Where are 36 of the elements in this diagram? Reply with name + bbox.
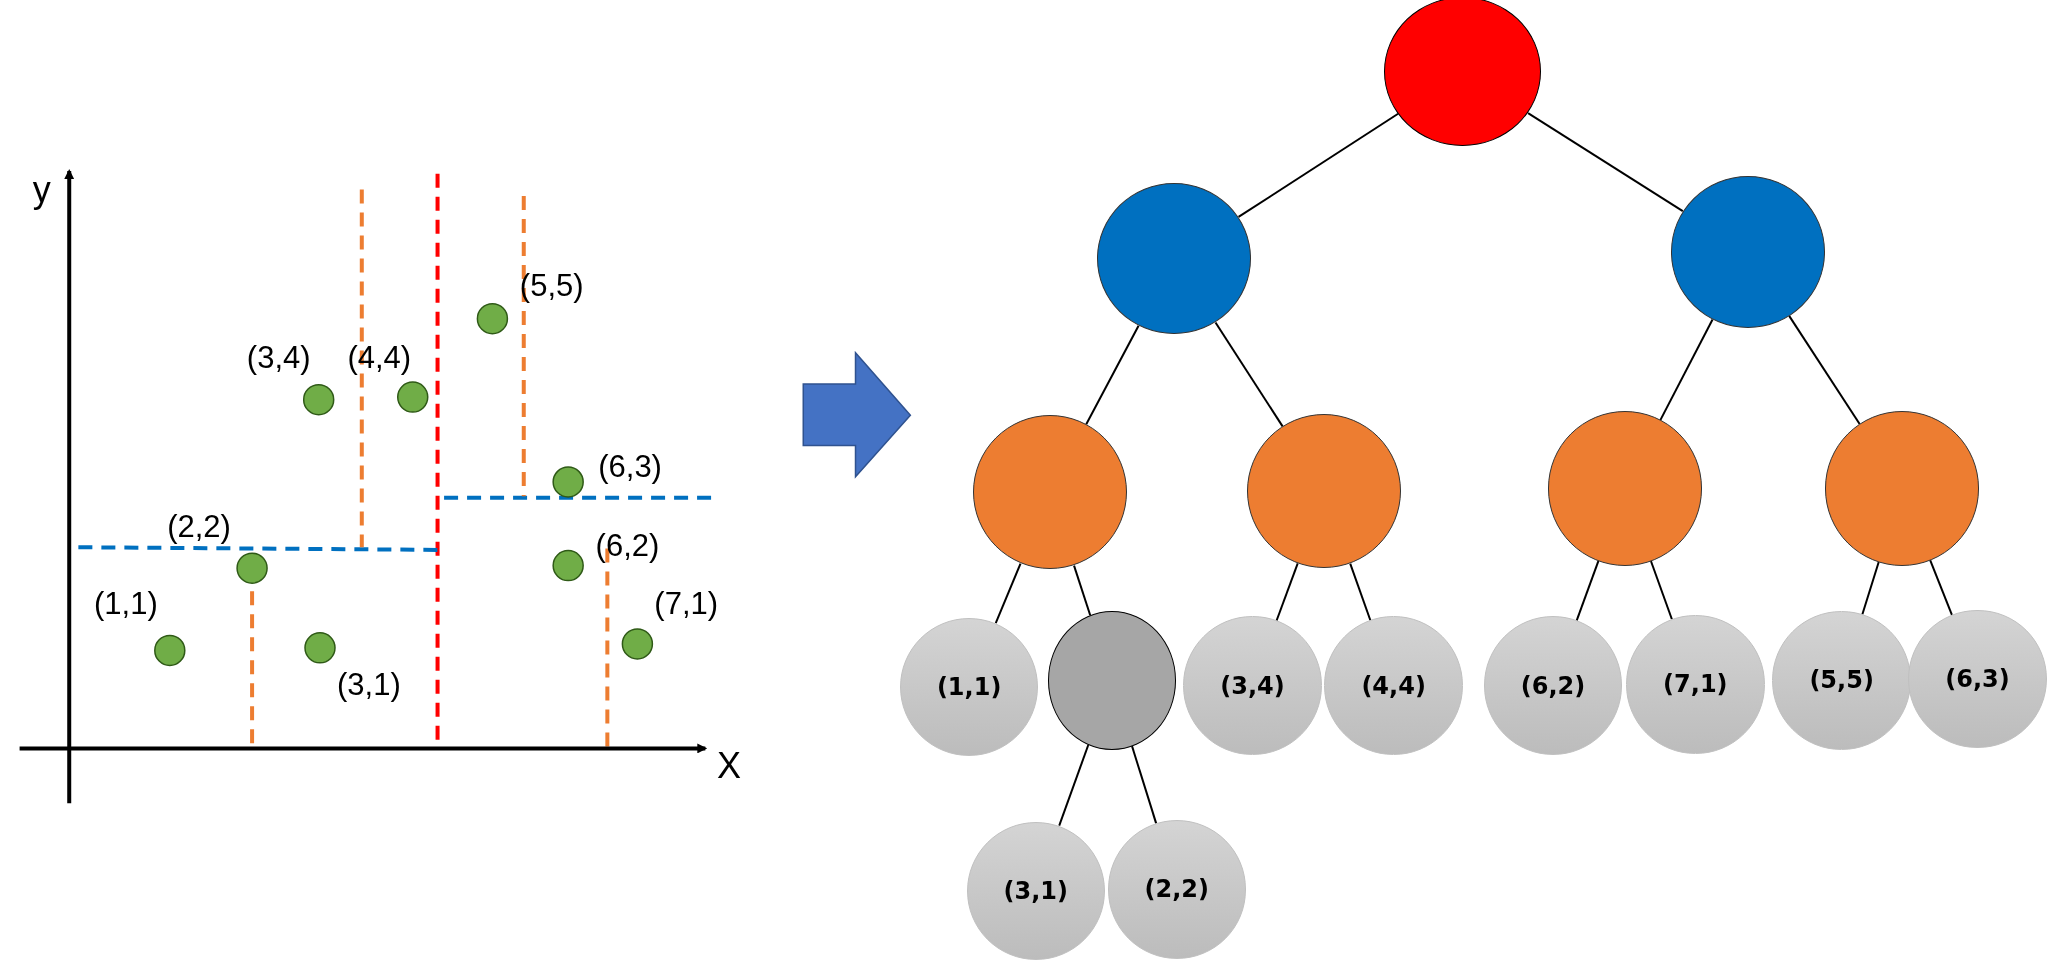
tree-node-circle: (5,5) [1772,611,1911,750]
point-label: (2,2) [167,510,231,542]
tree-edge [1527,112,1684,213]
tree-edge [1073,564,1092,617]
tree-node-circle: (6,3) [1908,609,2047,749]
point-label: (3,4) [246,342,311,374]
tree-edge [1575,559,1600,622]
tree-edge [1861,561,1880,616]
tree-node-circle: (4,4) [1324,616,1463,755]
tree-edge [1131,745,1158,825]
point-label: (4,4) [347,342,412,374]
point-label: (5,5) [519,270,584,302]
tree-edge [1659,318,1714,422]
tree-node-circle: (1,1) [899,617,1039,757]
tree-node-circle: (7,1) [1626,615,1765,754]
tree-node-circle: (3,4) [1183,616,1322,755]
tree-node-circle: (6,2) [1483,616,1623,755]
tree-edge [1649,560,1673,621]
axis-label: X [717,748,742,785]
tree-edge [1349,562,1372,622]
tree-edge [1085,324,1140,426]
point-label: (1,1) [94,587,158,619]
tree-edge [1275,562,1299,622]
point-label: (6,2) [595,530,660,562]
axis-label: y [32,172,51,209]
tree-edge [1929,559,1953,616]
tree-node-circle: (3,1) [966,821,1105,960]
point-label: (3,1) [336,668,401,700]
point-label: (6,3) [598,450,662,482]
point-label: (7,1) [654,587,719,619]
tree-edge [1788,314,1861,425]
tree-edge [1058,744,1090,827]
tree-edge [1237,112,1400,218]
tree-edge [994,562,1022,625]
tree-node-circle: (2,2) [1107,820,1246,959]
tree-edge [1214,321,1284,428]
